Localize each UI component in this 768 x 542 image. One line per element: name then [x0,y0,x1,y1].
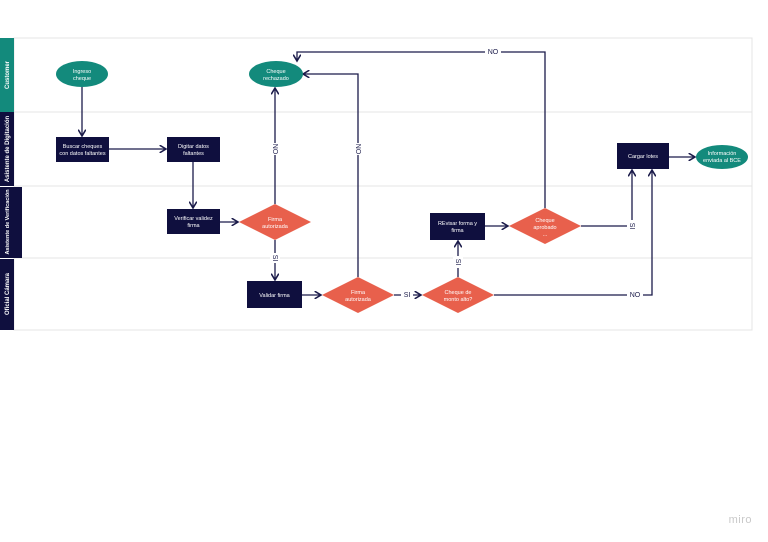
node-text: rechazado [263,76,289,82]
edge-label-si: SI [454,259,461,266]
lane-header-oficial [0,259,14,330]
node-cheque-rechazado[interactable]: Cheque rechazado [249,61,303,87]
lane-label: Oficial Cámara [5,272,11,315]
edge-label-si: SI [628,223,635,230]
node-text: Firma [268,217,283,223]
node-text: Digitar datos [178,144,209,150]
node-text: faltantes [183,151,204,157]
node-text: con datos faltantes [59,151,105,157]
edge-firma2-rechazado [303,74,359,277]
lanes: Customer Asistente de Digitación Asisten… [0,37,753,331]
edge-label-no: NO [271,144,278,155]
lane-label: Asistente de Verificación [5,189,11,255]
node-text: cheque [73,76,91,82]
node-cargar-lotes[interactable]: Cargar lotes [617,143,669,169]
lane-header-customer [0,38,14,112]
node-text: Firma [351,290,366,296]
node-informacion-enviada[interactable]: Información enviada al BCE [696,145,748,169]
node-text: Cheque [535,218,554,224]
node-text: Cheque de [445,290,472,296]
edge-label-si: SI [404,292,411,299]
node-text: firma [451,228,464,234]
edge-label-no: NO [630,292,641,299]
edge-label-si: SI [271,255,278,262]
node-text: autorizada [262,224,289,230]
node-text: Buscar cheques [63,144,103,150]
node-text: Validar firma [259,293,290,299]
lane-header-digitacion [0,112,14,186]
node-text: REvisar forma y [438,221,477,227]
node-text: aprobado [533,225,556,231]
node-text: ... [543,232,548,238]
lane-label: Customer [5,60,11,89]
decision-firma-autorizada-1[interactable]: Firma autorizada [239,204,311,240]
node-text: monto alto? [444,297,473,303]
node-revisar-forma-firma[interactable]: REvisar forma y firma [430,213,485,240]
edge-label-no: NO [354,144,361,155]
node-ingreso-cheque[interactable]: Ingreso cheque [56,61,108,87]
node-verificar-validez[interactable]: Verificar validez firma [167,209,220,234]
node-text: autorizada [345,297,372,303]
decision-cheque-monto-alto[interactable]: Cheque de monto alto? [422,277,494,313]
lane-header-verificacion [0,187,22,258]
node-text: firma [187,223,200,229]
node-text: Cheque [266,69,285,75]
node-text: enviada al BCE [703,158,741,164]
node-text: Información [708,151,737,157]
node-buscar-cheques[interactable]: Buscar cheques con datos faltantes [56,137,109,162]
node-text: Ingreso [73,69,91,75]
node-text: Verificar validez [174,216,213,222]
decision-cheque-aprobado[interactable]: Cheque aprobado ... [509,208,581,244]
edge-aprobado-rechazado [297,51,546,208]
edge-monto-cargar [494,170,652,296]
node-digitar-datos[interactable]: Digitar datos faltantes [167,137,220,162]
miro-watermark: miro [728,514,752,526]
node-validar-firma[interactable]: Validar firma [247,281,302,308]
decision-firma-autorizada-2[interactable]: Firma autorizada [322,277,394,313]
edge-labels: NO SI NO SI SI NO NO SI [270,47,643,300]
node-text: Cargar lotes [628,154,658,160]
edge-label-no: NO [488,49,499,56]
lane-label: Asistente de Digitación [5,115,11,182]
